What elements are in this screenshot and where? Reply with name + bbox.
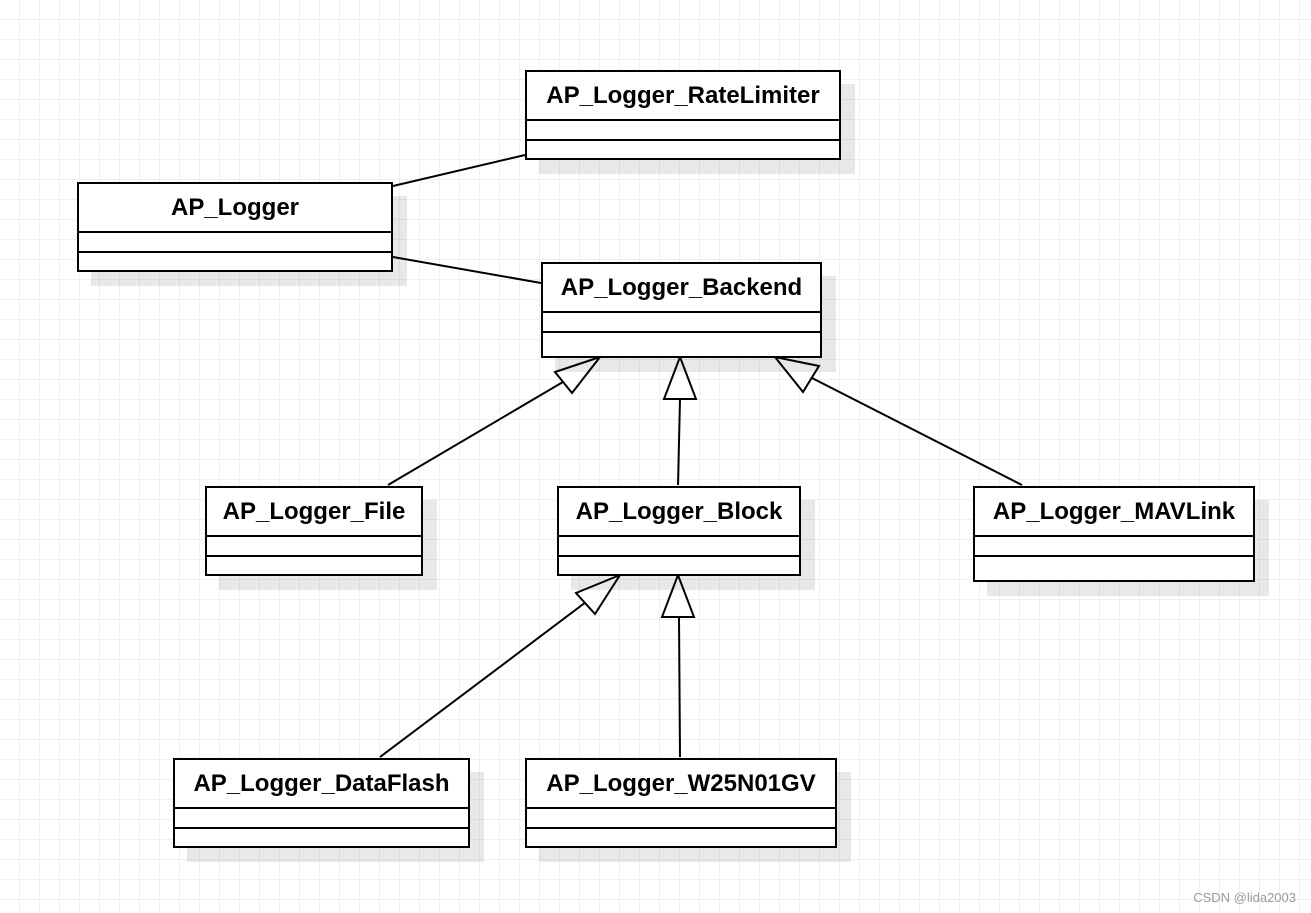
class-attributes-compartment xyxy=(207,537,421,557)
generalization-w25n01gv-block-arrowhead xyxy=(660,572,696,618)
class-ap-logger-backend[interactable]: AP_Logger_Backend xyxy=(541,262,822,358)
class-name: AP_Logger xyxy=(79,184,391,233)
watermark: CSDN @lida2003 xyxy=(1193,890,1296,905)
generalization-dataflash-block-line xyxy=(379,598,591,758)
class-attributes-compartment xyxy=(527,809,835,829)
class-attributes-compartment xyxy=(175,809,468,829)
generalization-w25n01gv-block-line xyxy=(678,616,681,758)
class-ap-logger-file[interactable]: AP_Logger_File xyxy=(205,486,423,576)
class-name: AP_Logger_DataFlash xyxy=(175,760,468,809)
generalization-file-backend-arrowhead xyxy=(553,355,603,395)
class-ap-logger[interactable]: AP_Logger xyxy=(77,182,393,272)
class-attributes-compartment xyxy=(543,313,820,333)
association-logger-backend xyxy=(392,256,542,284)
generalization-block-backend-line xyxy=(677,398,681,486)
class-name: AP_Logger_File xyxy=(207,488,421,537)
generalization-file-backend-line xyxy=(387,378,569,486)
class-ap-logger-mavlink[interactable]: AP_Logger_MAVLink xyxy=(973,486,1255,582)
class-name: AP_Logger_MAVLink xyxy=(975,488,1253,537)
class-attributes-compartment xyxy=(527,121,839,141)
class-name: AP_Logger_Backend xyxy=(543,264,820,313)
generalization-dataflash-block-arrowhead xyxy=(574,572,623,616)
class-ap-logger-ratelimiter[interactable]: AP_Logger_RateLimiter xyxy=(525,70,841,160)
generalization-mavlink-backend-line xyxy=(809,376,1023,486)
generalization-block-backend-arrowhead xyxy=(662,354,698,400)
class-ap-logger-block[interactable]: AP_Logger_Block xyxy=(557,486,801,576)
class-attributes-compartment xyxy=(975,537,1253,557)
class-attributes-compartment xyxy=(559,537,799,557)
association-logger-ratelimiter xyxy=(392,154,526,187)
class-name: AP_Logger_W25N01GV xyxy=(527,760,835,809)
class-ap-logger-dataflash[interactable]: AP_Logger_DataFlash xyxy=(173,758,470,848)
class-name: AP_Logger_Block xyxy=(559,488,799,537)
class-attributes-compartment xyxy=(79,233,391,253)
generalization-mavlink-backend-arrowhead xyxy=(772,355,821,394)
class-name: AP_Logger_RateLimiter xyxy=(527,72,839,121)
class-ap-logger-w25n01gv[interactable]: AP_Logger_W25N01GV xyxy=(525,758,837,848)
